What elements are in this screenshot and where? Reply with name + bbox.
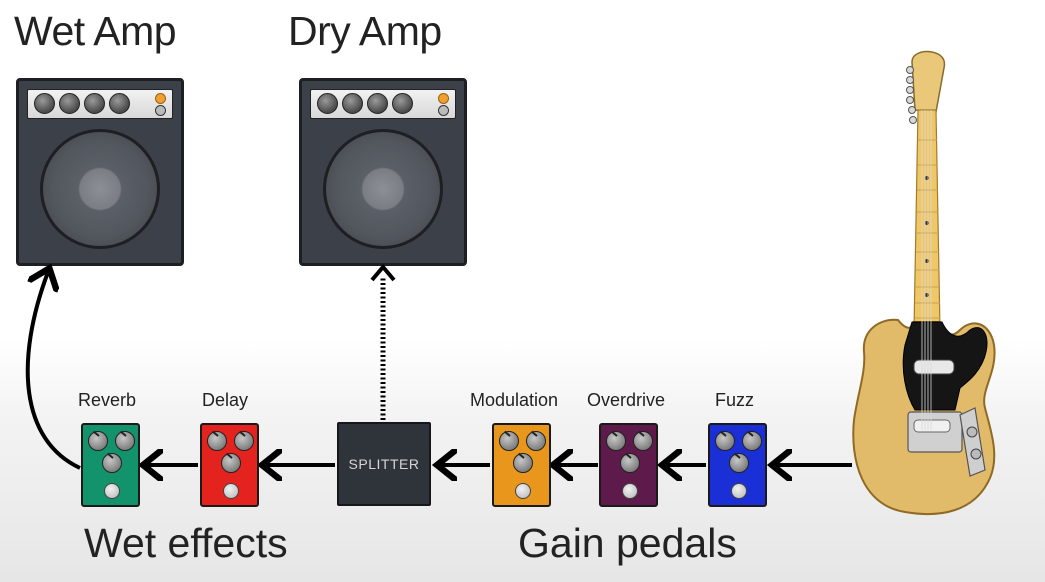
amp-knob-icon — [84, 93, 105, 114]
arrow-reverb-to-wet-amp — [25, 272, 81, 470]
amp-knob-icon — [317, 93, 338, 114]
knob-icon — [234, 431, 254, 451]
amp-knob-icon — [392, 93, 413, 114]
fuzz-pedal — [708, 423, 767, 507]
amp-jack-icon — [155, 105, 166, 116]
footswitch-icon — [223, 483, 239, 499]
delay-label: Delay — [202, 390, 249, 410]
knob-icon — [499, 431, 519, 451]
dry-amp-title: Dry Amp — [288, 8, 442, 54]
amp-control-panel — [27, 89, 173, 119]
knob-icon — [715, 431, 735, 451]
amp-knob-icon — [109, 93, 130, 114]
reverb-label: Reverb — [78, 390, 137, 410]
knob-icon — [102, 453, 122, 473]
knob-icon — [633, 431, 653, 451]
knob-icon — [742, 431, 762, 451]
knob-icon — [221, 453, 241, 473]
delay-pedal — [200, 423, 259, 507]
knob-icon — [88, 431, 108, 451]
knob-icon — [729, 453, 749, 473]
wet-effects-label: Wet effects — [84, 520, 288, 566]
amp-control-panel — [310, 89, 456, 119]
wet-amp — [16, 78, 184, 266]
amp-jack-icon — [438, 105, 449, 116]
knob-icon — [115, 431, 135, 451]
knob-icon — [620, 453, 640, 473]
footswitch-icon — [622, 483, 638, 499]
fuzz-label: Fuzz — [715, 390, 755, 410]
wet-amp-title: Wet Amp — [14, 8, 177, 54]
knob-icon — [526, 431, 546, 451]
knob-icon — [606, 431, 626, 451]
modulation-pedal — [492, 423, 551, 507]
speaker-icon — [323, 129, 443, 249]
speaker-icon — [40, 129, 160, 249]
dry-amp — [299, 78, 467, 266]
overdrive-label: Overdrive — [587, 390, 666, 410]
footswitch-icon — [731, 483, 747, 499]
amp-knob-icon — [59, 93, 80, 114]
amp-led-icon — [155, 93, 166, 104]
amp-knob-icon — [34, 93, 55, 114]
gain-pedals-label: Gain pedals — [518, 520, 737, 566]
amp-knob-icon — [342, 93, 363, 114]
knob-icon — [207, 431, 227, 451]
amp-led-icon — [438, 93, 449, 104]
footswitch-icon — [515, 483, 531, 499]
amp-knob-icon — [367, 93, 388, 114]
knob-icon — [513, 453, 533, 473]
modulation-label: Modulation — [470, 390, 559, 410]
splitter-box: SPLITTER — [337, 422, 431, 506]
footswitch-icon — [104, 483, 120, 499]
overdrive-pedal — [599, 423, 658, 507]
reverb-pedal — [81, 423, 140, 507]
